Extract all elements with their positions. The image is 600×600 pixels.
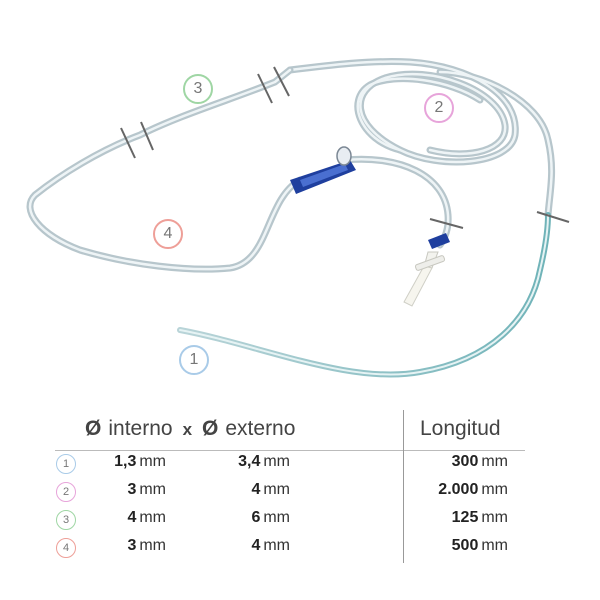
tube-segment-2 bbox=[286, 58, 556, 219]
row-badge: 3 bbox=[56, 510, 76, 530]
callout-2: 2 bbox=[424, 93, 454, 123]
tube-to-spike bbox=[341, 155, 452, 249]
header-divider bbox=[55, 450, 525, 451]
connector-marks bbox=[120, 66, 570, 229]
column-divider bbox=[403, 410, 404, 563]
diameter-symbol: Ø bbox=[202, 417, 219, 440]
tube-segment-3-4 bbox=[26, 66, 304, 273]
roller-clamp bbox=[290, 146, 356, 194]
row-badge: 1 bbox=[56, 454, 76, 474]
row-badge: 4 bbox=[56, 538, 76, 558]
inner-label: interno bbox=[108, 417, 173, 440]
spike-connector bbox=[403, 233, 450, 307]
times-sign: x bbox=[182, 420, 193, 439]
tube-segment-1 bbox=[177, 212, 551, 378]
callout-3: 3 bbox=[183, 74, 213, 104]
diameter-symbol: Ø bbox=[85, 417, 102, 440]
outer-label: externo bbox=[225, 417, 296, 440]
row-badge: 2 bbox=[56, 482, 76, 502]
callout-4: 4 bbox=[153, 219, 183, 249]
length-header: Longitud bbox=[420, 417, 501, 440]
tubing-set-illustration bbox=[26, 58, 570, 378]
callout-1: 1 bbox=[179, 345, 209, 375]
diameter-header: Ø interno x Ø externo bbox=[85, 417, 295, 441]
